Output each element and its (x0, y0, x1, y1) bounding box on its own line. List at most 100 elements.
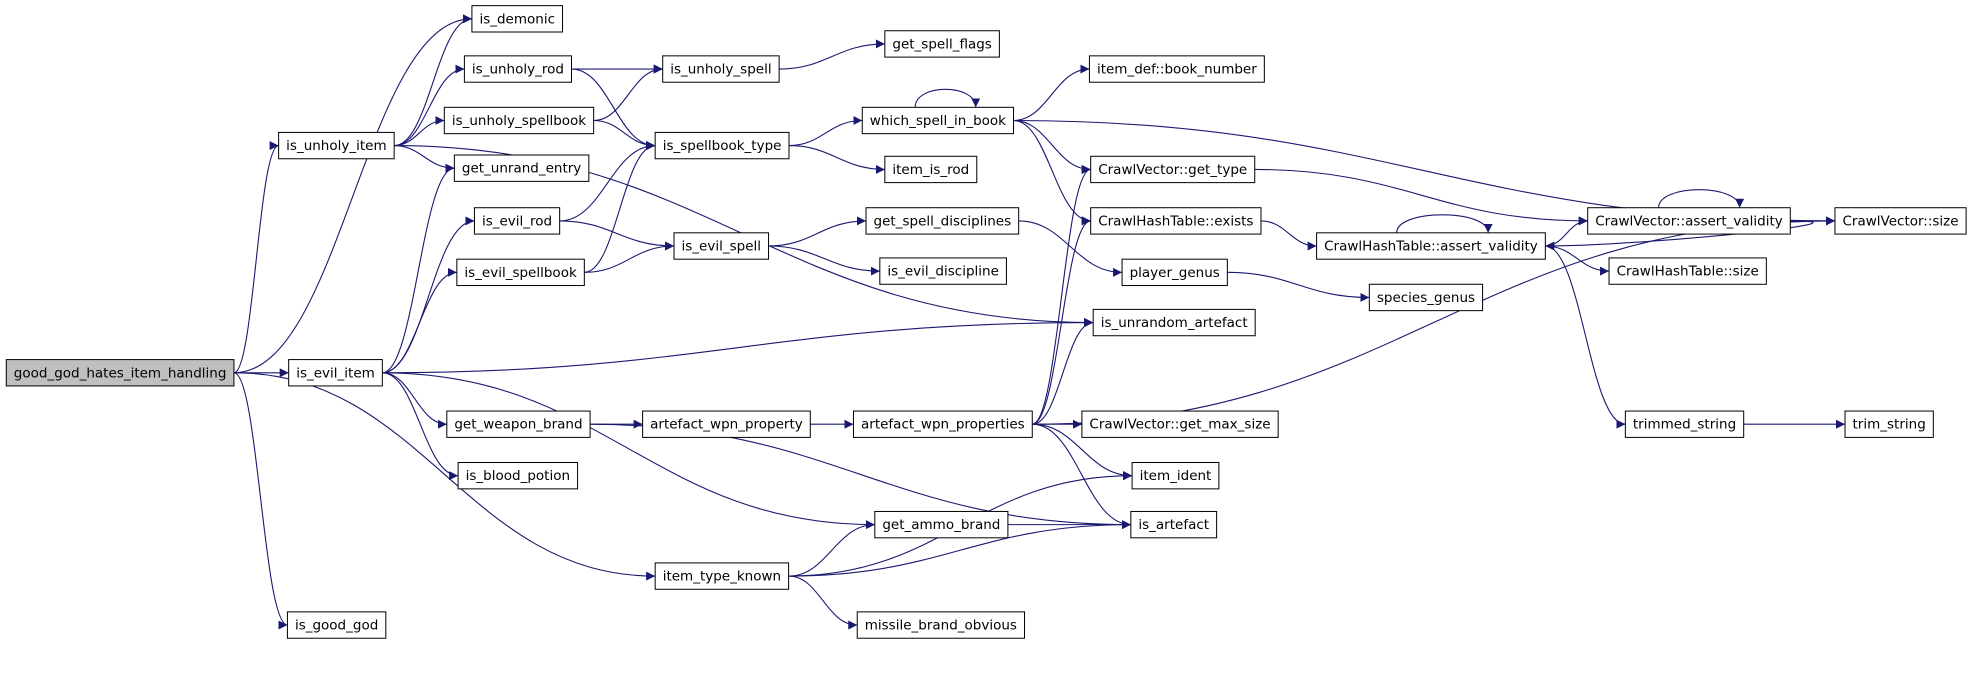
node-is-evil-spellbook[interactable]: is_evil_spellbook (456, 258, 585, 287)
node-box (1092, 308, 1256, 337)
node-is-evil-spell[interactable]: is_evil_spell (673, 232, 770, 260)
node-box (884, 30, 1000, 58)
node-label: is_unholy_spellbook (452, 113, 586, 129)
node-trimmed-string[interactable]: trimmed_string (1624, 410, 1745, 438)
edge-is-unholy-item-to-is-demonic (394, 14, 472, 147)
node-box (654, 562, 790, 590)
node-box (473, 207, 561, 235)
node-is-unholy-spell[interactable]: is_unholy_spell (662, 55, 780, 83)
node-box (1624, 410, 1745, 438)
node-is-evil-item[interactable]: is_evil_item (288, 359, 383, 387)
node-artefact-wpn-properties[interactable]: artefact_wpn_properties (852, 410, 1033, 438)
edge-cht-assert-validity-to-trimmed-string (1545, 245, 1626, 429)
node-is-evil-rod[interactable]: is_evil_rod (473, 207, 561, 235)
node-box (1130, 510, 1218, 539)
edge-is-evil-rod-to-is-spellbook-type (559, 141, 656, 222)
node-is-spellbook-type[interactable]: is_spellbook_type (654, 131, 790, 160)
node-box (453, 154, 590, 182)
node-label: CrawlVector::get_type (1098, 162, 1247, 178)
node-is-demonic[interactable]: is_demonic (471, 5, 564, 33)
node-is-unholy-rod[interactable]: is_unholy_rod (463, 55, 572, 83)
node-which-spell-in-book[interactable]: which_spell_in_book (861, 106, 1015, 135)
edge-root-to-is-demonic (233, 14, 472, 374)
edge-is-evil-item-to-is-unrandom-artefact (382, 318, 1094, 374)
edge-cht-exists-to-cht-assert-validity (1260, 220, 1317, 251)
node-cht-exists[interactable]: CrawlHashTable::exists (1090, 207, 1262, 235)
node-label: get_weapon_brand (454, 417, 582, 433)
node-get-weapon-brand[interactable]: get_weapon_brand (446, 410, 591, 438)
node-label: trim_string (1853, 417, 1926, 433)
node-box (879, 257, 1007, 285)
node-cht-size[interactable]: CrawlHashTable::size (1608, 257, 1767, 285)
node-box (1368, 283, 1484, 312)
node-player-genus[interactable]: player_genus (1121, 258, 1228, 287)
node-label: item_def::book_number (1097, 62, 1257, 78)
node-label: is_evil_spellbook (464, 265, 577, 281)
node-box (457, 462, 579, 490)
edge-artefact-wpn-properties-to-is-unrandom-artefact (1032, 318, 1094, 425)
node-box (1081, 410, 1279, 438)
node-box (463, 55, 572, 83)
node-item-ident[interactable]: item_ident (1131, 462, 1220, 490)
node-label: which_spell_in_book (870, 113, 1006, 129)
edge-is-unholy-item-to-get-unrand-entry (394, 145, 455, 173)
node-cv-size[interactable]: CrawlVector::size (1834, 207, 1967, 235)
node-label: good_god_hates_item_handling (14, 365, 227, 381)
node-item-type-known[interactable]: item_type_known (654, 562, 790, 590)
node-label: is_unholy_spell (670, 62, 771, 78)
node-is-artefact[interactable]: is_artefact (1130, 510, 1218, 539)
edge-which-spell-in-book-to-cv-get-type (1013, 119, 1091, 174)
node-get-ammo-brand[interactable]: get_ammo_brand (874, 510, 1009, 539)
node-box (1316, 232, 1546, 260)
node-artefact-wpn-property[interactable]: artefact_wpn_property (642, 410, 811, 438)
node-is-blood-potion[interactable]: is_blood_potion (457, 462, 579, 490)
node-label: item_type_known (663, 569, 781, 585)
node-cht-assert-validity[interactable]: CrawlHashTable::assert_validity (1316, 232, 1546, 260)
node-label: player_genus (1130, 265, 1220, 281)
node-box (654, 131, 790, 160)
node-root[interactable]: good_god_hates_item_handling (5, 359, 235, 387)
edge-cht-assert-validity-to-cht-assert-validity (1396, 214, 1493, 233)
node-label: is_evil_item (296, 365, 375, 381)
node-get-unrand-entry[interactable]: get_unrand_entry (453, 154, 590, 182)
node-label: item_is_rod (892, 162, 969, 178)
node-box (852, 410, 1033, 438)
edge-is-evil-item-to-is-evil-rod (382, 216, 475, 374)
node-box (5, 359, 235, 387)
node-is-unrandom-artefact[interactable]: is_unrandom_artefact (1092, 308, 1256, 337)
node-missile-brand-obvious[interactable]: missile_brand_obvious (856, 611, 1026, 639)
edge-is-evil-spell-to-is-evil-discipline (768, 245, 880, 276)
node-label: is_unholy_item (286, 138, 386, 154)
node-label: CrawlHashTable::assert_validity (1324, 239, 1538, 255)
node-is-unholy-spellbook[interactable]: is_unholy_spellbook (443, 106, 595, 135)
node-book-number[interactable]: item_def::book_number (1088, 55, 1265, 83)
edge-root-to-item-type-known (233, 372, 656, 581)
node-trim-string[interactable]: trim_string (1844, 410, 1934, 438)
edge-artefact-wpn-properties-to-cht-exists (1032, 216, 1091, 425)
node-is-evil-discipline[interactable]: is_evil_discipline (879, 257, 1007, 285)
edge-is-unholy-item-to-is-unholy-spellbook (394, 116, 445, 147)
node-label: is_spellbook_type (663, 138, 782, 154)
edge-player-genus-to-species-genus (1227, 271, 1370, 302)
node-box (471, 5, 564, 33)
node-label: get_spell_disciplines (874, 213, 1012, 229)
node-label: is_evil_rod (482, 213, 552, 229)
node-box (1608, 257, 1767, 285)
node-item-is-rod[interactable]: item_is_rod (884, 155, 978, 184)
node-species-genus[interactable]: species_genus (1368, 283, 1484, 312)
node-box (1090, 207, 1262, 235)
node-cv-assert-validity[interactable]: CrawlVector::assert_validity (1587, 207, 1791, 235)
node-box (673, 232, 770, 260)
node-get-spell-flags[interactable]: get_spell_flags (884, 30, 1000, 58)
edge-is-evil-item-to-is-blood-potion (382, 372, 459, 481)
node-get-spell-disciplines[interactable]: get_spell_disciplines (865, 207, 1020, 235)
node-cv-get-max-size[interactable]: CrawlVector::get_max_size (1081, 410, 1279, 438)
node-label: is_demonic (479, 11, 555, 27)
edge-which-spell-in-book-to-cht-exists (1013, 119, 1091, 226)
node-is-unholy-item[interactable]: is_unholy_item (278, 131, 395, 160)
node-is-good-god[interactable]: is_good_god (286, 611, 387, 639)
node-box (1131, 462, 1220, 490)
node-cv-get-type[interactable]: CrawlVector::get_type (1090, 155, 1256, 184)
edge-item-type-known-to-missile-brand-obvious (788, 575, 858, 630)
